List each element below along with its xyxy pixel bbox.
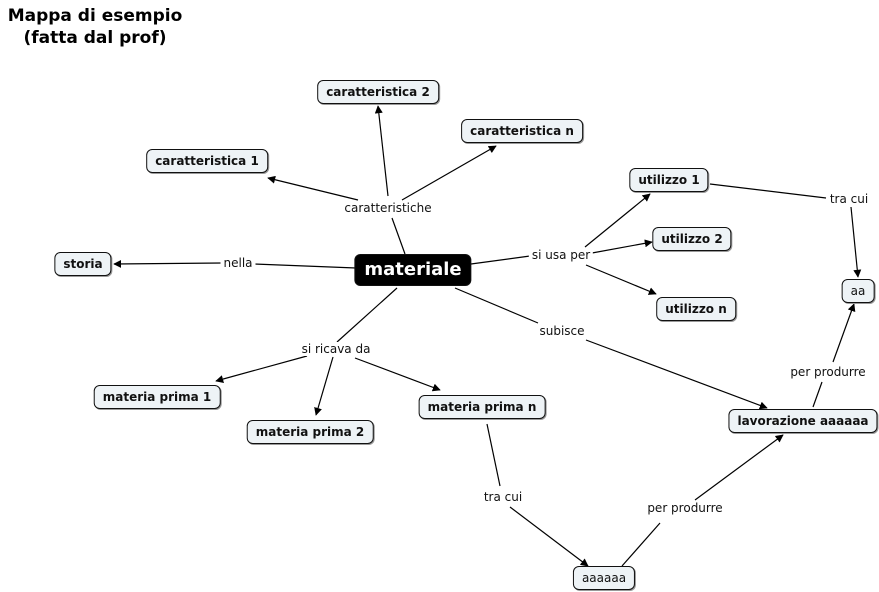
link-per-produrre-bottom: per produrre (644, 501, 726, 515)
concept-lavorazione-aaaaaa[interactable]: lavorazione aaaaaa (728, 409, 878, 433)
line-per-produrre-aa (832, 303, 856, 363)
concept-storia[interactable]: storia (54, 252, 112, 276)
line-aaaaaa-per-produrre (621, 522, 661, 567)
concept-utilizzo-2[interactable]: utilizzo 2 (652, 227, 732, 251)
line-lavorazione-per-produrre (812, 381, 823, 408)
line-tra-cui-aa (850, 206, 862, 278)
line-si-ricava-da-materia-prima-n (354, 357, 441, 392)
map-title: Mappa di esempio (fatta dal prof) (0, 5, 190, 49)
link-si-ricava-da: si ricava da (298, 342, 374, 356)
concept-aaaaaa[interactable]: aaaaaa (572, 566, 636, 590)
link-caratteristiche: caratteristiche (341, 201, 435, 215)
concept-caratteristica-2[interactable]: caratteristica 2 (317, 80, 439, 104)
line-nella-storia (113, 259, 223, 268)
line-caratteristiche-caratteristica-1 (267, 175, 359, 201)
line-caratteristiche-caratteristica-n (401, 145, 497, 201)
concept-materia-prima-2[interactable]: materia prima 2 (246, 420, 374, 444)
link-tra-cui-bottom: tra cui (480, 490, 526, 504)
concept-materiale[interactable]: materiale (354, 254, 472, 286)
line-si-usa-per-utilizzo-1 (584, 193, 651, 248)
concept-caratteristica-n[interactable]: caratteristica n (461, 119, 583, 143)
line-materiale-si-ricava-da (336, 287, 398, 343)
concept-utilizzo-1[interactable]: utilizzo 1 (629, 168, 709, 192)
map-title-line-1: Mappa di esempio (7, 6, 183, 26)
line-utilizzo-1-tra-cui (709, 183, 827, 199)
line-materiale-subisce (454, 287, 539, 324)
map-title-line-2: (fatta dal prof) (23, 28, 167, 48)
link-nella: nella (220, 256, 256, 270)
line-caratteristiche-caratteristica-2 (374, 105, 389, 197)
line-materiale-si-usa-per (470, 255, 531, 265)
line-si-ricava-da-materia-prima-1 (215, 355, 308, 383)
line-materia-prima-n-tra-cui (486, 423, 501, 487)
concept-utilizzo-n[interactable]: utilizzo n (656, 297, 736, 321)
line-si-usa-per-utilizzo-n (585, 264, 657, 295)
line-materiale-caratteristiche (391, 217, 406, 255)
line-materiale-nella (253, 263, 357, 269)
concept-materia-prima-1[interactable]: materia prima 1 (93, 385, 221, 409)
line-per-produrre-lavorazione (694, 434, 784, 501)
link-subisce: subisce (536, 324, 588, 338)
link-per-produrre-right: per produrre (787, 365, 869, 379)
line-tra-cui-aaaaaa (509, 506, 589, 567)
link-tra-cui-top: tra cui (826, 192, 872, 206)
line-si-ricava-da-materia-prima-2 (314, 356, 334, 416)
concept-materia-prima-n[interactable]: materia prima n (418, 395, 546, 419)
concept-aa[interactable]: aa (841, 279, 875, 303)
concept-caratteristica-1[interactable]: caratteristica 1 (146, 149, 268, 173)
link-si-usa-per: si usa per (528, 248, 594, 262)
line-subisce-lavorazione (585, 339, 768, 410)
line-si-usa-per-utilizzo-2 (591, 239, 653, 254)
